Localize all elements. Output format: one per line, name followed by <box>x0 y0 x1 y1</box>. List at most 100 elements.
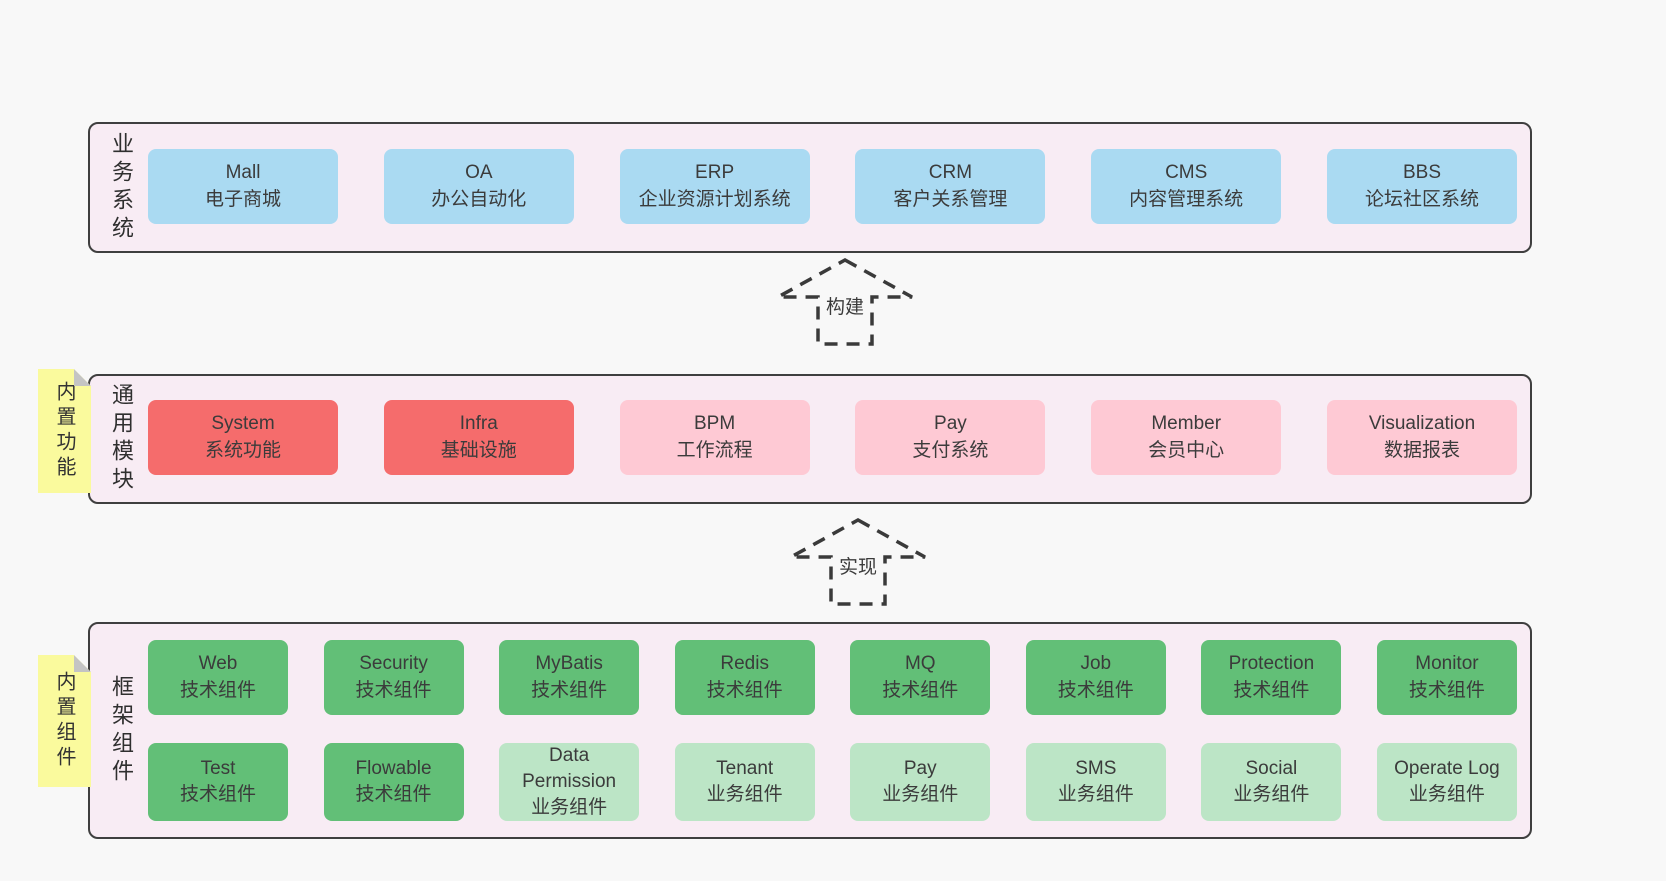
component-box-data-permission: Data Permission 业务组件 <box>499 743 640 821</box>
box-subtitle: 技术组件 <box>179 679 256 701</box>
component-box-protection: Protection 技术组件 <box>1201 640 1342 715</box>
panel-modules-label: 通用模块 <box>109 383 134 495</box>
arrow-up-icon <box>777 258 913 346</box>
sticky-fold-icon <box>74 369 91 386</box>
box-subtitle: 技术组件 <box>1057 679 1134 701</box>
module-box-system: System 系统功能 <box>148 400 338 475</box>
box-title: Flowable <box>355 757 432 779</box>
box-title: Web <box>198 653 238 675</box>
box-subtitle: 支付系统 <box>912 439 989 461</box>
components-row-2: Test 技术组件 Flowable 技术组件 Data Permission … <box>148 743 1517 821</box>
box-subtitle: 业务组件 <box>1233 784 1310 805</box>
box-subtitle: 电子商城 <box>204 188 281 210</box>
box-title: Monitor <box>1415 653 1479 675</box>
box-title: Pay <box>903 757 937 779</box>
box-title: Infra <box>459 413 498 435</box>
box-subtitle: 企业资源计划系统 <box>638 188 791 210</box>
business-box-oa: OA 办公自动化 <box>383 149 574 224</box>
panel-business-label: 业务系统 <box>109 131 134 244</box>
box-title: Member <box>1151 413 1222 435</box>
components-row-1: Web 技术组件 Security 技术组件 MyBatis 技术组件 Redi… <box>148 640 1517 715</box>
box-title: Mall <box>225 162 261 184</box>
box-title: Tenant <box>716 757 774 779</box>
business-box-crm: CRM 客户关系管理 <box>855 149 1046 224</box>
build-arrow: 构建 <box>775 257 915 347</box>
component-box-social: Social 业务组件 <box>1201 743 1342 821</box>
box-subtitle: 技术组件 <box>882 679 959 701</box>
box-title: Redis <box>720 653 769 675</box>
box-title: MyBatis <box>535 653 603 675</box>
module-box-infra: Infra 基础设施 <box>383 400 574 475</box>
box-subtitle: 客户关系管理 <box>893 188 1008 210</box>
business-boxes-row: Mall 电子商城 OA 办公自动化 ERP 企业资源计划系统 CRM 客户关系… <box>148 149 1517 224</box>
box-title: OA <box>465 162 493 184</box>
component-box-operate-log: Operate Log 业务组件 <box>1376 743 1517 821</box>
sticky-built-in-features: 内置功能 <box>38 369 91 493</box>
box-title: Security <box>359 653 428 675</box>
box-subtitle: 工作流程 <box>676 439 753 461</box>
box-subtitle: 办公自动化 <box>431 188 527 210</box>
business-box-cms: CMS 内容管理系统 <box>1091 149 1282 224</box>
business-box-mall: Mall 电子商城 <box>148 149 338 224</box>
business-box-bbs: BBS 论坛社区系统 <box>1326 149 1517 224</box>
component-box-mybatis: MyBatis 技术组件 <box>499 640 640 715</box>
box-title: CMS <box>1165 162 1208 184</box>
arrow-up-icon <box>790 518 926 606</box>
panel-common-modules: 通用模块 System 系统功能 Infra 基础设施 BPM 工作流程 Pay… <box>88 374 1532 504</box>
component-box-web: Web 技术组件 <box>148 640 288 715</box>
component-box-redis: Redis 技术组件 <box>674 640 815 715</box>
box-subtitle: 业务组件 <box>1057 784 1134 805</box>
box-title: BBS <box>1402 162 1441 184</box>
module-box-visualization: Visualization 数据报表 <box>1326 400 1517 475</box>
box-subtitle: 技术组件 <box>706 679 783 701</box>
box-subtitle: 技术组件 <box>179 784 256 805</box>
box-title: CRM <box>928 162 973 184</box>
box-title: Data Permission <box>522 744 617 792</box>
sticky-label: 内置功能 <box>53 381 75 481</box>
panel-components-label: 框架组件 <box>109 674 134 787</box>
box-subtitle: 业务组件 <box>882 784 959 805</box>
box-title: BPM <box>694 413 736 435</box>
box-subtitle: 系统功能 <box>204 439 281 461</box>
component-box-monitor: Monitor 技术组件 <box>1376 640 1517 715</box>
box-subtitle: 业务组件 <box>706 784 783 805</box>
component-box-mq: MQ 技术组件 <box>850 640 991 715</box>
sticky-label: 内置组件 <box>53 671 75 771</box>
box-subtitle: 内容管理系统 <box>1129 188 1244 210</box>
box-subtitle: 技术组件 <box>355 679 432 701</box>
box-subtitle: 数据报表 <box>1383 439 1460 461</box>
box-subtitle: 技术组件 <box>1408 679 1485 701</box>
box-subtitle: 业务组件 <box>1408 784 1485 805</box>
box-subtitle: 业务组件 <box>531 797 608 819</box>
component-box-sms: SMS 业务组件 <box>1025 743 1166 821</box>
box-subtitle: 技术组件 <box>1233 679 1310 701</box>
box-subtitle: 技术组件 <box>355 784 432 805</box>
module-box-bpm: BPM 工作流程 <box>619 400 810 475</box>
box-title: Protection <box>1228 653 1315 675</box>
box-subtitle: 论坛社区系统 <box>1364 188 1479 210</box>
box-title: Social <box>1245 757 1298 779</box>
component-box-security: Security 技术组件 <box>323 640 464 715</box>
module-box-member: Member 会员中心 <box>1091 400 1282 475</box>
component-box-pay: Pay 业务组件 <box>850 743 991 821</box>
box-subtitle: 基础设施 <box>440 439 517 461</box>
module-box-pay: Pay 支付系统 <box>855 400 1046 475</box>
box-title: ERP <box>695 162 735 184</box>
panel-business-systems: 业务系统 Mall 电子商城 OA 办公自动化 ERP 企业资源计划系统 CRM… <box>88 122 1532 253</box>
modules-boxes-row: System 系统功能 Infra 基础设施 BPM 工作流程 Pay 支付系统… <box>148 400 1517 475</box>
business-box-erp: ERP 企业资源计划系统 <box>619 149 810 224</box>
component-box-tenant: Tenant 业务组件 <box>674 743 815 821</box>
implement-arrow: 实现 <box>788 517 928 607</box>
build-arrow-label: 构建 <box>822 291 868 320</box>
box-title: Visualization <box>1368 413 1476 435</box>
component-box-job: Job 技术组件 <box>1025 640 1166 715</box>
box-title: Pay <box>934 413 967 435</box>
sticky-built-in-components: 内置组件 <box>38 655 91 787</box>
box-title: System <box>211 413 275 435</box>
box-subtitle: 技术组件 <box>531 679 608 701</box>
box-title: MQ <box>904 653 936 675</box>
box-title: Test <box>200 757 236 779</box>
component-box-flowable: Flowable 技术组件 <box>323 743 464 821</box>
box-subtitle: 会员中心 <box>1148 439 1225 461</box>
